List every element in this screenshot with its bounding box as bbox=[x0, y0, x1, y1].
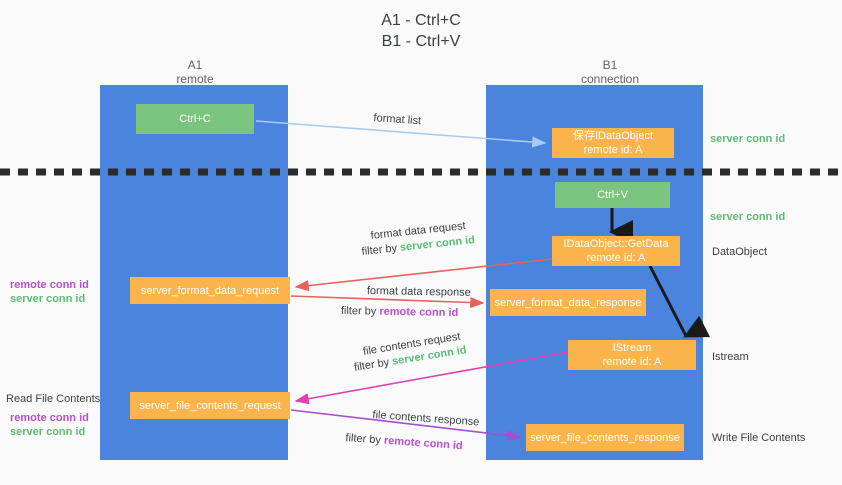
node-server-file-contents-request-label: server_file_contents_request bbox=[139, 399, 281, 412]
node-istream[interactable]: IStream remote id: A bbox=[568, 340, 696, 370]
node-idataobject-getdata-line1: IDataObject::GetData bbox=[563, 238, 669, 250]
filter-prefix-1: filter by bbox=[361, 241, 401, 258]
lane-header-b1: B1 connection bbox=[540, 58, 680, 86]
edge-label-file-contents-response: file contents response bbox=[372, 408, 480, 429]
edge-label-format-data-response-filter: filter by remote conn id bbox=[341, 304, 459, 321]
node-idataobject-getdata-line2: remote id: A bbox=[586, 252, 646, 264]
edge-label-format-data-response: format data response bbox=[366, 284, 471, 299]
node-server-format-data-response-label: server_format_data_response bbox=[494, 296, 642, 309]
annotation-write-file-contents: Write File Contents bbox=[712, 432, 806, 444]
annotation-server-conn-id-second: server conn id bbox=[710, 211, 786, 223]
node-ctrl-c[interactable]: Ctrl+C bbox=[136, 104, 254, 134]
annotation-server-conn-id-top: server conn id bbox=[710, 133, 786, 145]
annotation-istream: Istream bbox=[712, 351, 749, 363]
filter-value-2: remote conn id bbox=[379, 305, 459, 320]
node-server-format-data-request[interactable]: server_format_data_request bbox=[130, 277, 290, 304]
filter-prefix-4: filter by bbox=[345, 431, 385, 447]
node-idataobject-remote-line1: 保存IDataObject bbox=[572, 130, 654, 142]
node-server-file-contents-response-label: server_file_contents_response bbox=[530, 431, 680, 444]
node-istream-line2: remote id: A bbox=[602, 356, 662, 368]
lane-b1-name: B1 bbox=[602, 58, 618, 72]
lane-a1-role: remote bbox=[176, 72, 214, 86]
filter-value-4: remote conn id bbox=[383, 434, 464, 453]
lane-b1-role: connection bbox=[580, 72, 640, 86]
filter-prefix-3: filter by bbox=[353, 355, 394, 374]
lane-header-a1: A1 remote bbox=[125, 58, 265, 86]
annotation-bottom-server-conn-id: server conn id bbox=[10, 426, 86, 438]
lane-a1-name: A1 bbox=[187, 58, 203, 72]
edge-label-format-list: format list bbox=[373, 111, 422, 128]
annotation-read-file-contents: Read File Contents bbox=[6, 393, 101, 405]
edge-label-file-contents-response-filter: filter by remote conn id bbox=[345, 431, 463, 454]
node-idataobject-remote-line2: remote id: A bbox=[583, 144, 643, 156]
page-title: A1 - Ctrl+C B1 - Ctrl+V bbox=[0, 10, 842, 52]
node-server-file-contents-request[interactable]: server_file_contents_request bbox=[130, 392, 290, 419]
node-idataobject-getdata[interactable]: IDataObject::GetData remote id: A bbox=[552, 236, 680, 266]
filter-prefix-2: filter by bbox=[340, 304, 380, 318]
annotation-mid-remote-conn-id: remote conn id bbox=[10, 279, 89, 291]
title-line-2: B1 - Ctrl+V bbox=[381, 33, 461, 50]
title-line-1: A1 - Ctrl+C bbox=[381, 12, 461, 29]
node-server-file-contents-response[interactable]: server_file_contents_response bbox=[526, 424, 684, 451]
node-idataobject-remote[interactable]: 保存IDataObject remote id: A bbox=[552, 128, 674, 158]
node-ctrl-v-label: Ctrl+V bbox=[597, 189, 628, 201]
node-ctrl-v[interactable]: Ctrl+V bbox=[555, 182, 670, 208]
annotation-mid-server-conn-id: server conn id bbox=[10, 293, 86, 305]
node-server-format-data-request-label: server_format_data_request bbox=[140, 284, 280, 297]
node-istream-line1: IStream bbox=[612, 342, 652, 354]
node-ctrl-c-label: Ctrl+C bbox=[179, 113, 211, 125]
node-server-format-data-response[interactable]: server_format_data_response bbox=[490, 289, 646, 316]
annotation-bottom-remote-conn-id: remote conn id bbox=[10, 412, 89, 424]
annotation-dataobject: DataObject bbox=[712, 246, 768, 258]
